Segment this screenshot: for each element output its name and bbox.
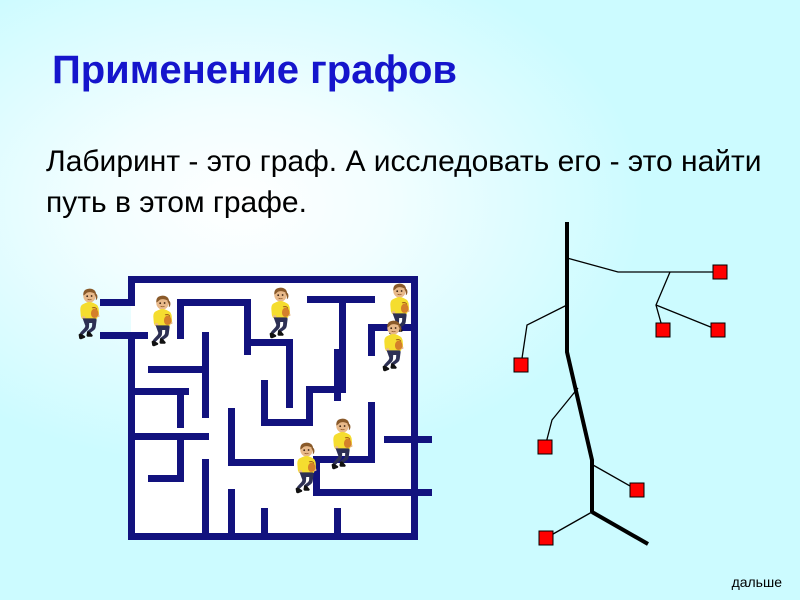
maze-illustration <box>100 276 432 542</box>
body-text: Лабиринт - это граф. А исследовать его -… <box>46 145 762 220</box>
maze-wall <box>244 299 251 355</box>
maze-wall <box>244 339 293 346</box>
maze-wall <box>261 419 313 426</box>
tree-trunk-tail <box>591 510 649 546</box>
branch-mid-left <box>544 387 579 448</box>
maze-wall <box>286 339 293 408</box>
figure-center <box>327 418 357 470</box>
branch-left-upper <box>520 304 568 366</box>
maze-wall <box>100 332 148 339</box>
maze-wall <box>128 332 135 540</box>
tree-svg <box>513 222 728 546</box>
maze-wall <box>177 433 184 479</box>
maze-wall <box>148 366 209 373</box>
maze-wall <box>148 475 184 482</box>
branch-top-right <box>566 257 720 273</box>
figure-bottom <box>291 442 321 494</box>
maze-wall <box>339 296 346 324</box>
maze-wall <box>313 456 320 496</box>
branch-bottom-left <box>545 511 593 539</box>
tree-node-7 <box>538 530 554 546</box>
maze-wall <box>228 489 235 540</box>
maze-wall <box>177 299 184 339</box>
maze-wall <box>368 324 375 356</box>
page-title: Применение графов <box>52 48 457 92</box>
maze-wall <box>202 459 209 540</box>
graph-tree-diagram <box>490 222 760 562</box>
branch-top-sub <box>655 271 671 331</box>
figure-right-lower <box>378 320 408 372</box>
tree-trunk <box>565 222 594 512</box>
tree-node-2 <box>655 322 671 338</box>
maze-wall <box>334 349 341 401</box>
maze-wall <box>135 433 209 440</box>
maze-wall <box>100 299 135 306</box>
maze-wall <box>128 276 418 283</box>
maze-wall <box>334 508 341 540</box>
figure-top-middle <box>265 287 295 339</box>
branch-top-sub2 <box>655 304 719 331</box>
maze-wall <box>306 386 346 393</box>
maze-wall <box>339 324 346 390</box>
tree-node-3 <box>710 322 726 338</box>
maze-wall <box>313 489 432 496</box>
maze-wall <box>261 380 268 426</box>
maze-wall <box>128 276 135 306</box>
figure-top-right <box>384 283 414 335</box>
maze-wall <box>177 388 184 428</box>
tree-node-1 <box>712 264 728 280</box>
maze-wall <box>128 533 418 540</box>
maze-wall <box>228 408 235 465</box>
maze-wall <box>228 459 294 466</box>
figure-left-upper <box>74 288 104 340</box>
maze-wall <box>368 402 375 462</box>
maze-wall <box>202 332 209 418</box>
maze-wall <box>135 388 189 395</box>
tree-node-5 <box>537 439 553 455</box>
next-link[interactable]: дальше <box>731 574 782 590</box>
maze-wall <box>411 276 418 540</box>
tree-node-4 <box>513 357 529 373</box>
maze-wall <box>306 386 313 426</box>
maze-wall <box>384 436 432 443</box>
maze-wall <box>261 508 268 540</box>
tree-node-6 <box>629 482 645 498</box>
figure-top-left <box>147 295 177 347</box>
maze-wall <box>177 299 251 306</box>
